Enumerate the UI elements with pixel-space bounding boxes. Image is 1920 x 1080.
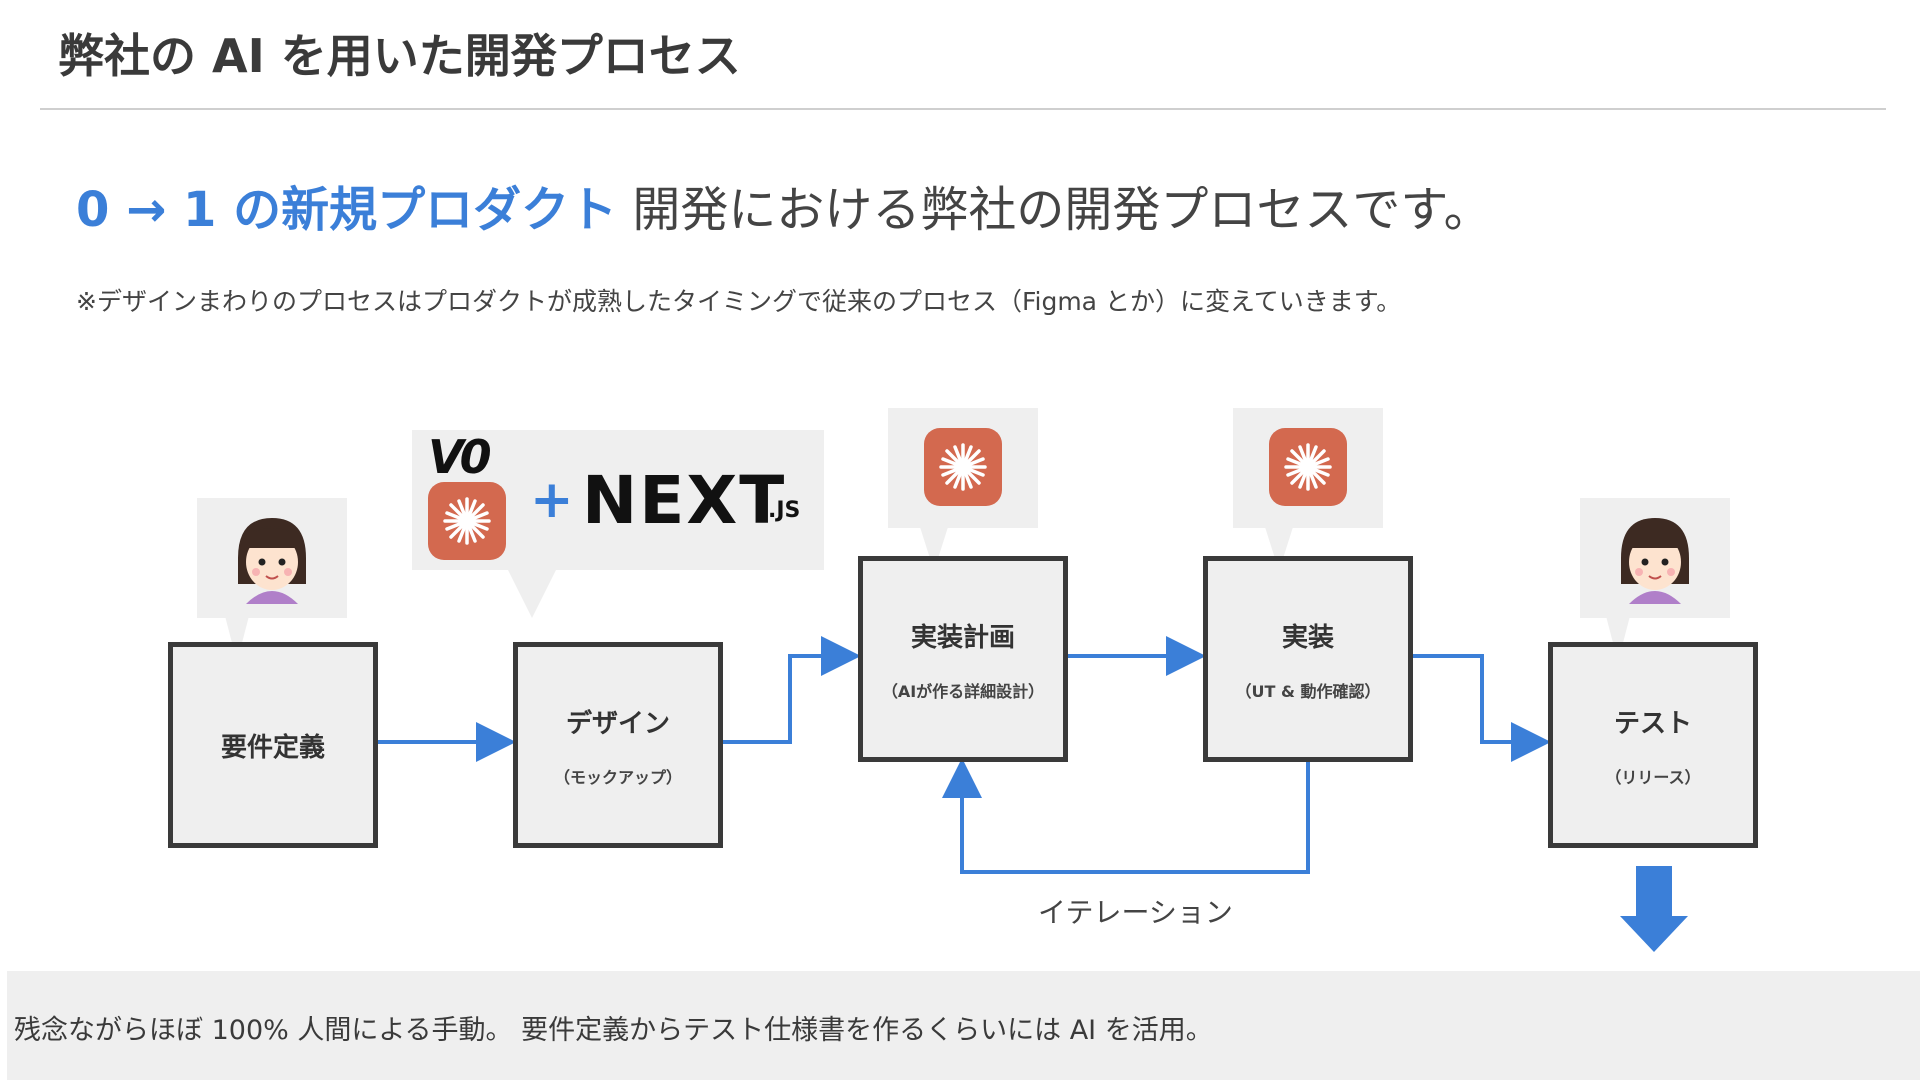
heading-rest: 開発における弊社の開発プロセスです。 bbox=[617, 182, 1492, 238]
bottom-callout-text: 残念ながらほぼ 100% 人間による手動。 要件定義からテスト仕様書を作るくらい… bbox=[14, 1015, 1213, 1046]
claude-icon bbox=[428, 482, 506, 560]
heading: 0 → 1 の新規プロダクト 開発における弊社の開発プロセスです。 bbox=[76, 170, 1492, 240]
step-subtitle: （AIが作る詳細設計） bbox=[881, 681, 1045, 701]
step-title: デザイン bbox=[565, 708, 670, 739]
step-title: テスト bbox=[1613, 708, 1692, 739]
step-implementation-plan: 実装計画 （AIが作る詳細設計） bbox=[858, 556, 1068, 762]
step-title: 実装計画 bbox=[910, 622, 1015, 653]
iteration-loop bbox=[942, 758, 1310, 874]
down-arrow-icon bbox=[1620, 866, 1688, 952]
claude-icon bbox=[1269, 428, 1347, 506]
step-subtitle: （リリース） bbox=[1605, 767, 1701, 787]
arrow-design-to-plan bbox=[723, 636, 861, 744]
bubble-tail bbox=[508, 570, 556, 618]
v0-logo-icon: V0 bbox=[428, 430, 492, 484]
title-divider bbox=[40, 108, 1886, 110]
step-design: デザイン （モックアップ） bbox=[513, 642, 723, 848]
person-icon bbox=[1621, 518, 1689, 604]
note: ※デザインまわりのプロセスはプロダクトが成熟したタイミングで従来のプロセス（Fi… bbox=[76, 287, 1402, 316]
nextjs-logo-suffix: .JS bbox=[768, 498, 801, 523]
step-title: 実装 bbox=[1281, 622, 1334, 653]
heading-highlight: 0 → 1 の新規プロダクト bbox=[76, 182, 618, 238]
arrow-impl-to-test bbox=[1413, 654, 1551, 762]
claude-icon bbox=[924, 428, 1002, 506]
iteration-label: イテレーション bbox=[1038, 896, 1233, 929]
plus-sign: + bbox=[530, 470, 574, 530]
nextjs-logo-icon: NEXT bbox=[582, 462, 787, 539]
step-test: テスト （リリース） bbox=[1548, 642, 1758, 848]
person-icon bbox=[238, 518, 306, 604]
step-subtitle: （UT & 動作確認） bbox=[1235, 681, 1381, 701]
bottom-callout bbox=[7, 971, 1920, 1080]
step-implementation: 実装 （UT & 動作確認） bbox=[1203, 556, 1413, 762]
step-requirements: 要件定義 bbox=[168, 642, 378, 848]
page-title: 弊社の AI を用いた開発プロセス bbox=[58, 29, 741, 83]
step-subtitle: （モックアップ） bbox=[553, 767, 682, 787]
step-title: 要件定義 bbox=[220, 732, 325, 763]
